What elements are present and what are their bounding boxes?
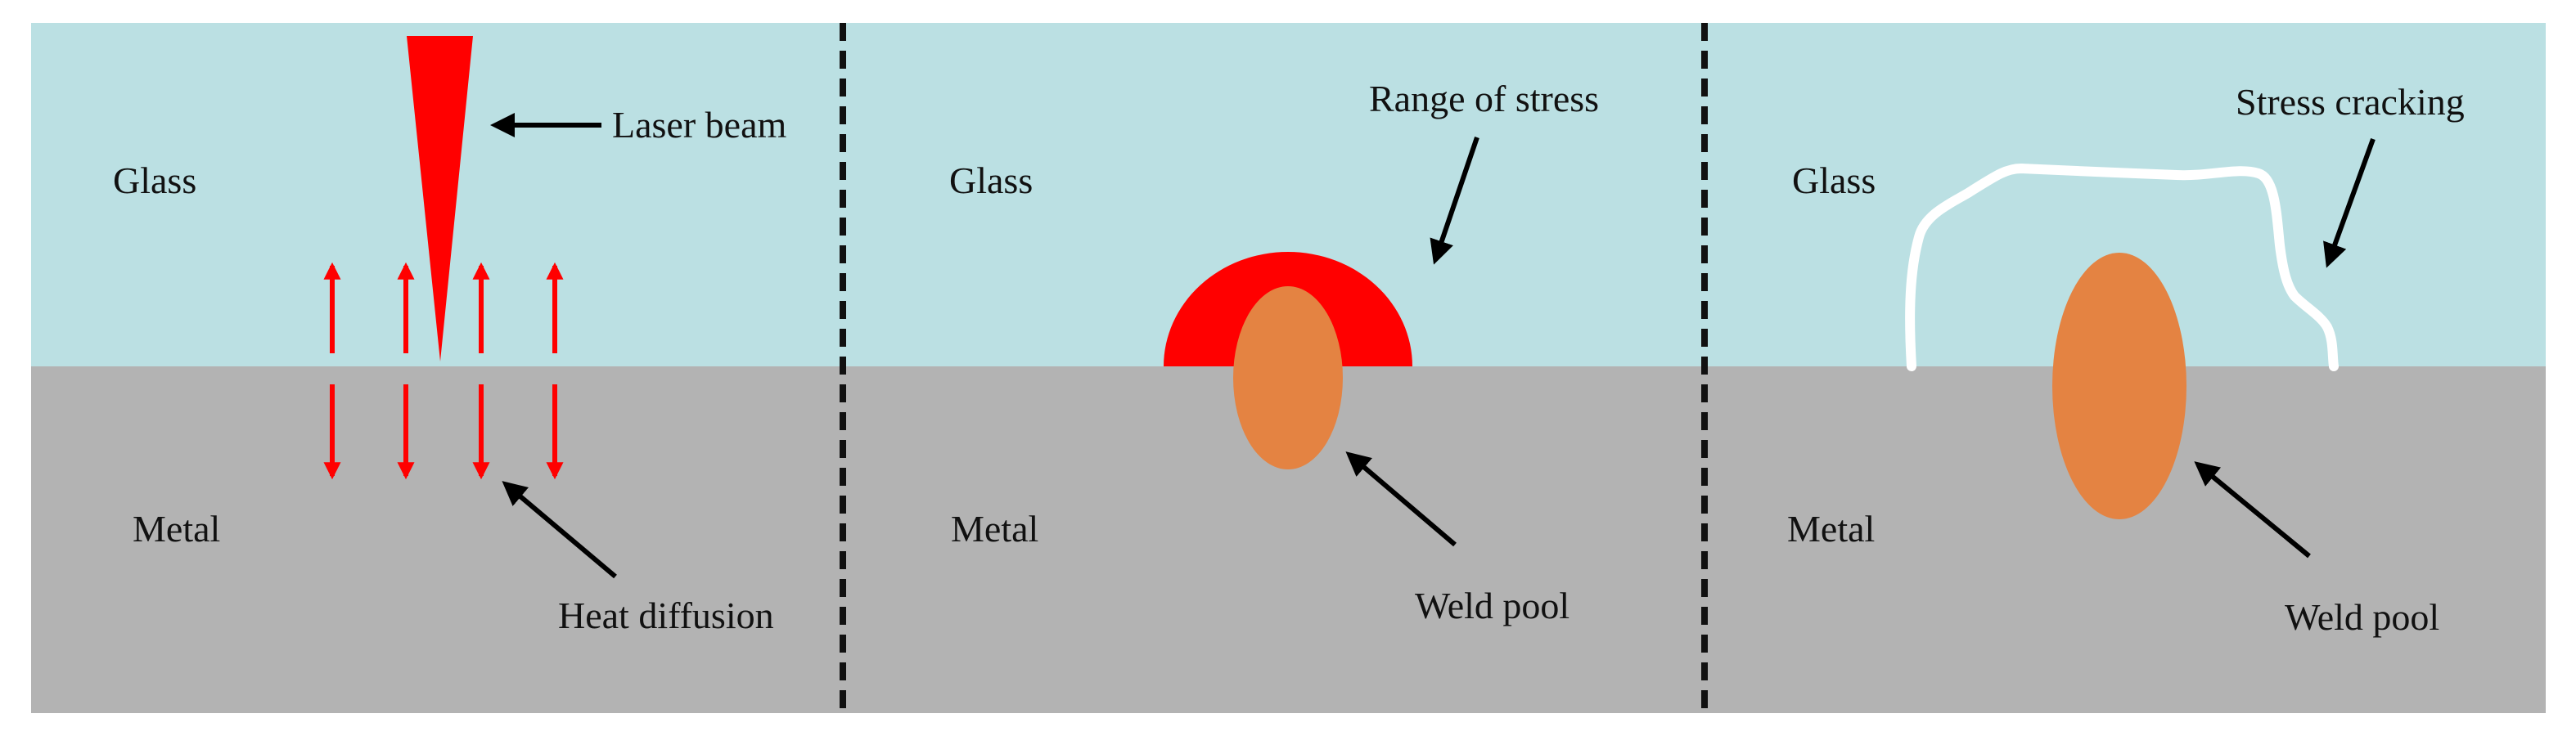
weld-pool-pointer <box>2194 461 2311 559</box>
panel-stress-cracking: Glass Metal Stress cracking Weld pool <box>1787 81 2465 638</box>
panel-stress-range: Glass Metal Range of stress Weld pool <box>949 78 1599 626</box>
weld-pool-label: Weld pool <box>1415 585 1569 626</box>
panel-heat-diffusion: Glass Metal Laser beam Heat diffusion <box>113 36 786 636</box>
metal-label: Metal <box>1787 508 1875 550</box>
stress-crack-line <box>1905 164 2339 371</box>
stress-cracking-pointer <box>2323 137 2376 268</box>
glass-label: Glass <box>1792 159 1876 201</box>
heat-diffusion-arrows <box>323 262 564 480</box>
metal-label: Metal <box>951 508 1038 550</box>
glass-label: Glass <box>949 159 1033 201</box>
range-of-stress-label: Range of stress <box>1369 78 1599 119</box>
metal-label: Metal <box>133 508 220 550</box>
weld-pool-pointer <box>1345 451 1457 547</box>
laser-beam-shape <box>407 36 473 361</box>
heat-diffusion-pointer <box>502 481 617 579</box>
laser-beam-label: Laser beam <box>612 104 786 146</box>
weld-pool-shape <box>2052 253 2186 519</box>
weld-pool-shape <box>1233 286 1343 469</box>
weld-pool-label: Weld pool <box>2285 596 2439 638</box>
heat-diffusion-label: Heat diffusion <box>558 595 774 636</box>
stress-range-pointer <box>1430 137 1479 265</box>
stress-cracking-label: Stress cracking <box>2236 81 2465 123</box>
glass-label: Glass <box>113 159 196 201</box>
